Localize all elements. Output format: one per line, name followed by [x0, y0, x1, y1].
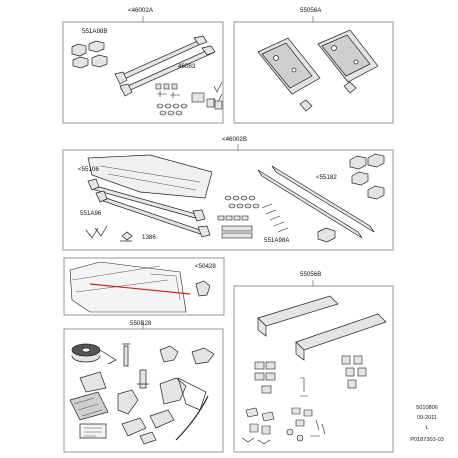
roof-bars-a [114, 35, 216, 97]
kit-55056a-parts [257, 29, 379, 112]
ski-holder-cradle [159, 377, 187, 405]
threaded-rod [122, 343, 130, 367]
callout-551a96: 551A96 [80, 210, 102, 217]
title-leaders [142, 16, 314, 329]
ref-symbol: L [425, 425, 429, 431]
strap-roll [71, 343, 117, 365]
kit-50428-parts [69, 261, 211, 313]
kit-title-50428: <50428 [195, 263, 216, 270]
kit-title-46002b: <46002B [222, 136, 247, 143]
ski-carrier-b-bottom [295, 313, 387, 351]
foot-covers-a [71, 40, 108, 69]
frame-550b28 [63, 328, 224, 453]
callout-55106: <55106 [78, 166, 99, 173]
mounting-hardware-b [241, 355, 367, 445]
ref-number: 5010806 [416, 405, 438, 411]
kit-frames [62, 21, 394, 453]
locking-clip [159, 345, 179, 363]
roof-bar-b-long-2 [271, 165, 375, 233]
adapter-block [121, 417, 147, 437]
ref-illustration: P0187303-03 [410, 437, 444, 443]
roof-bar-b-long-1 [257, 169, 363, 239]
kit-55056b-parts [241, 295, 387, 445]
kit-title-55056a: 55056A [300, 7, 322, 14]
kit-46002a-parts [71, 35, 223, 116]
end-cap [191, 347, 215, 365]
callout-551a98a: 551A98A [264, 237, 290, 244]
ski-holder-left [117, 389, 139, 415]
ski-carrier-b-top [257, 295, 339, 327]
fixing-kit-46083 [155, 81, 223, 116]
key-1386 [120, 231, 133, 242]
callout-46083: 46083 [178, 63, 196, 70]
mounting-bracket [69, 391, 109, 421]
frame-55056b [233, 285, 394, 453]
kit-title-550b28: 550B28 [130, 320, 152, 327]
callout-551a98b: 551A98B [82, 28, 108, 35]
red-pointer [89, 283, 191, 295]
allen-keys [85, 225, 108, 239]
kit-title-46002a: <46002A [128, 7, 153, 14]
instruction-card [79, 423, 107, 439]
strap-long [175, 395, 209, 441]
lock-barrel [137, 369, 149, 389]
frame-55056a [233, 21, 394, 124]
clip-50428 [195, 280, 211, 297]
strap-plate [79, 371, 107, 393]
foot-covers-b [317, 153, 385, 243]
ref-date: 09-2011 [416, 415, 438, 421]
kit-title-55056b: 55056B [300, 271, 322, 278]
callout-1386: 1386 [142, 234, 156, 241]
frame-46002b [62, 149, 394, 251]
lock-housing [149, 409, 175, 429]
kit-550b28-parts [69, 343, 215, 445]
callout-55182: <55182 [316, 174, 337, 181]
bolt-set-b [217, 195, 289, 239]
kit-46002b-parts [85, 153, 385, 243]
frame-50428 [63, 257, 225, 316]
